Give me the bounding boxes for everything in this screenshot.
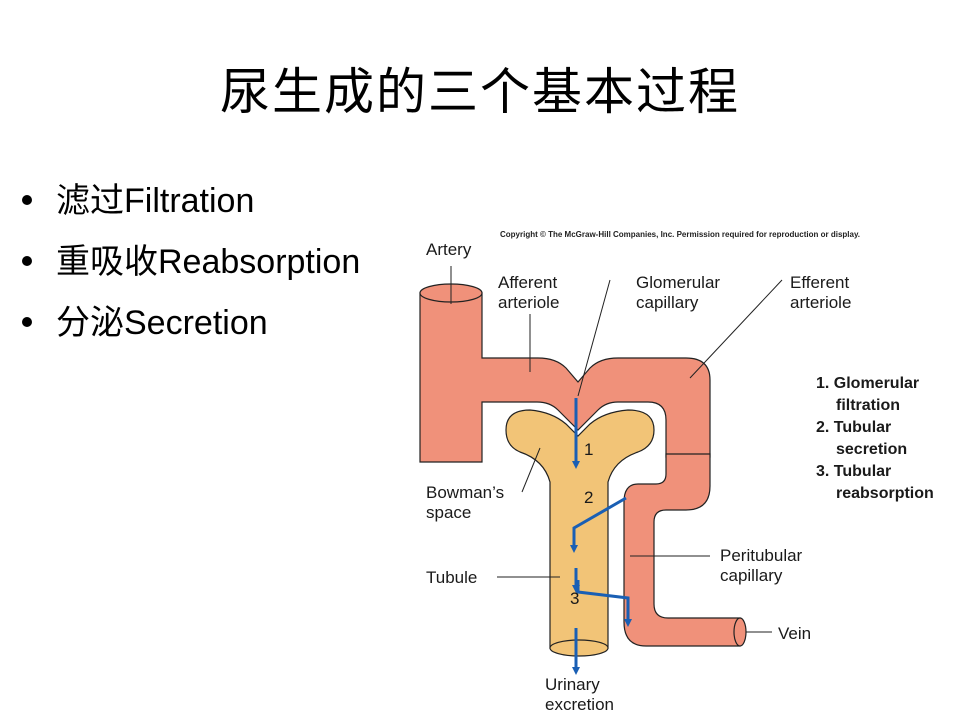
bullet-filtration: 滤过Filtration xyxy=(14,176,360,237)
bullet-dot xyxy=(22,195,32,205)
legend-2-line1: 2. Tubular xyxy=(816,419,891,436)
label-vein: Vein xyxy=(778,624,811,643)
step-number-2: 2 xyxy=(584,488,593,507)
efferent-leader xyxy=(689,279,783,379)
blood-vessels xyxy=(419,283,747,647)
label-peritubular-2: capillary xyxy=(720,566,783,585)
tubule-body xyxy=(505,409,655,649)
label-glomerular-1: Glomerular xyxy=(636,273,720,292)
label-urinary-1: Urinary xyxy=(545,675,600,694)
bullet-en: Filtration xyxy=(124,182,255,220)
bullet-en: Reabsorption xyxy=(158,243,361,281)
label-artery: Artery xyxy=(426,240,472,259)
bullet-dot xyxy=(22,317,32,327)
step-number-1: 1 xyxy=(584,440,593,459)
legend-3-line1: 3. Tubular xyxy=(816,463,891,480)
bullet-zh: 分泌 xyxy=(56,303,124,343)
bullet-reabsorption: 重吸收Reabsorption xyxy=(14,237,360,298)
bullet-list: 滤过Filtration 重吸收Reabsorption 分泌Secretion xyxy=(14,176,360,359)
bullet-secretion: 分泌Secretion xyxy=(14,298,360,359)
legend-2-line2: secretion xyxy=(836,441,907,458)
process-arrows xyxy=(570,398,632,675)
legend-1-line1: 1. Glomerular xyxy=(816,375,919,392)
legend-1-line2: filtration xyxy=(836,397,900,414)
nephron-tubule xyxy=(505,409,655,657)
bullet-dot xyxy=(22,256,32,266)
leader-lines xyxy=(450,266,783,633)
vein-opening xyxy=(733,617,747,647)
slide-title: 尿生成的三个基本过程 xyxy=(220,63,740,121)
label-afferent-1: Afferent xyxy=(498,273,558,292)
bowman-leader xyxy=(521,447,541,493)
label-bowman-2: space xyxy=(426,503,471,522)
label-efferent-1: Efferent xyxy=(790,273,850,292)
bullet-zh: 重吸收 xyxy=(56,242,158,282)
copyright-notice: Copyright © The McGraw-Hill Companies, I… xyxy=(500,230,860,239)
label-peritubular-1: Peritubular xyxy=(720,546,803,565)
label-urinary-2: excretion xyxy=(545,695,614,714)
legend-3-line2: reabsorption xyxy=(836,485,934,502)
label-afferent-2: arteriole xyxy=(498,293,559,312)
bullet-en: Secretion xyxy=(124,304,268,342)
secretion-arrow xyxy=(570,496,627,553)
label-efferent-2: arteriole xyxy=(790,293,851,312)
tubule-opening xyxy=(549,639,609,657)
glomerular-leader xyxy=(577,279,611,397)
labels: Artery Afferent arteriole Glomerular cap… xyxy=(426,240,851,714)
label-glomerular-2: capillary xyxy=(636,293,699,312)
label-tubule: Tubule xyxy=(426,568,477,587)
process-legend: 1. Glomerular filtration 2. Tubular secr… xyxy=(816,375,934,502)
bullet-zh: 滤过 xyxy=(56,181,124,221)
step-number-3: 3 xyxy=(570,589,579,608)
label-bowman-1: Bowman’s xyxy=(426,483,504,502)
reabsorption-arrow xyxy=(576,580,632,627)
